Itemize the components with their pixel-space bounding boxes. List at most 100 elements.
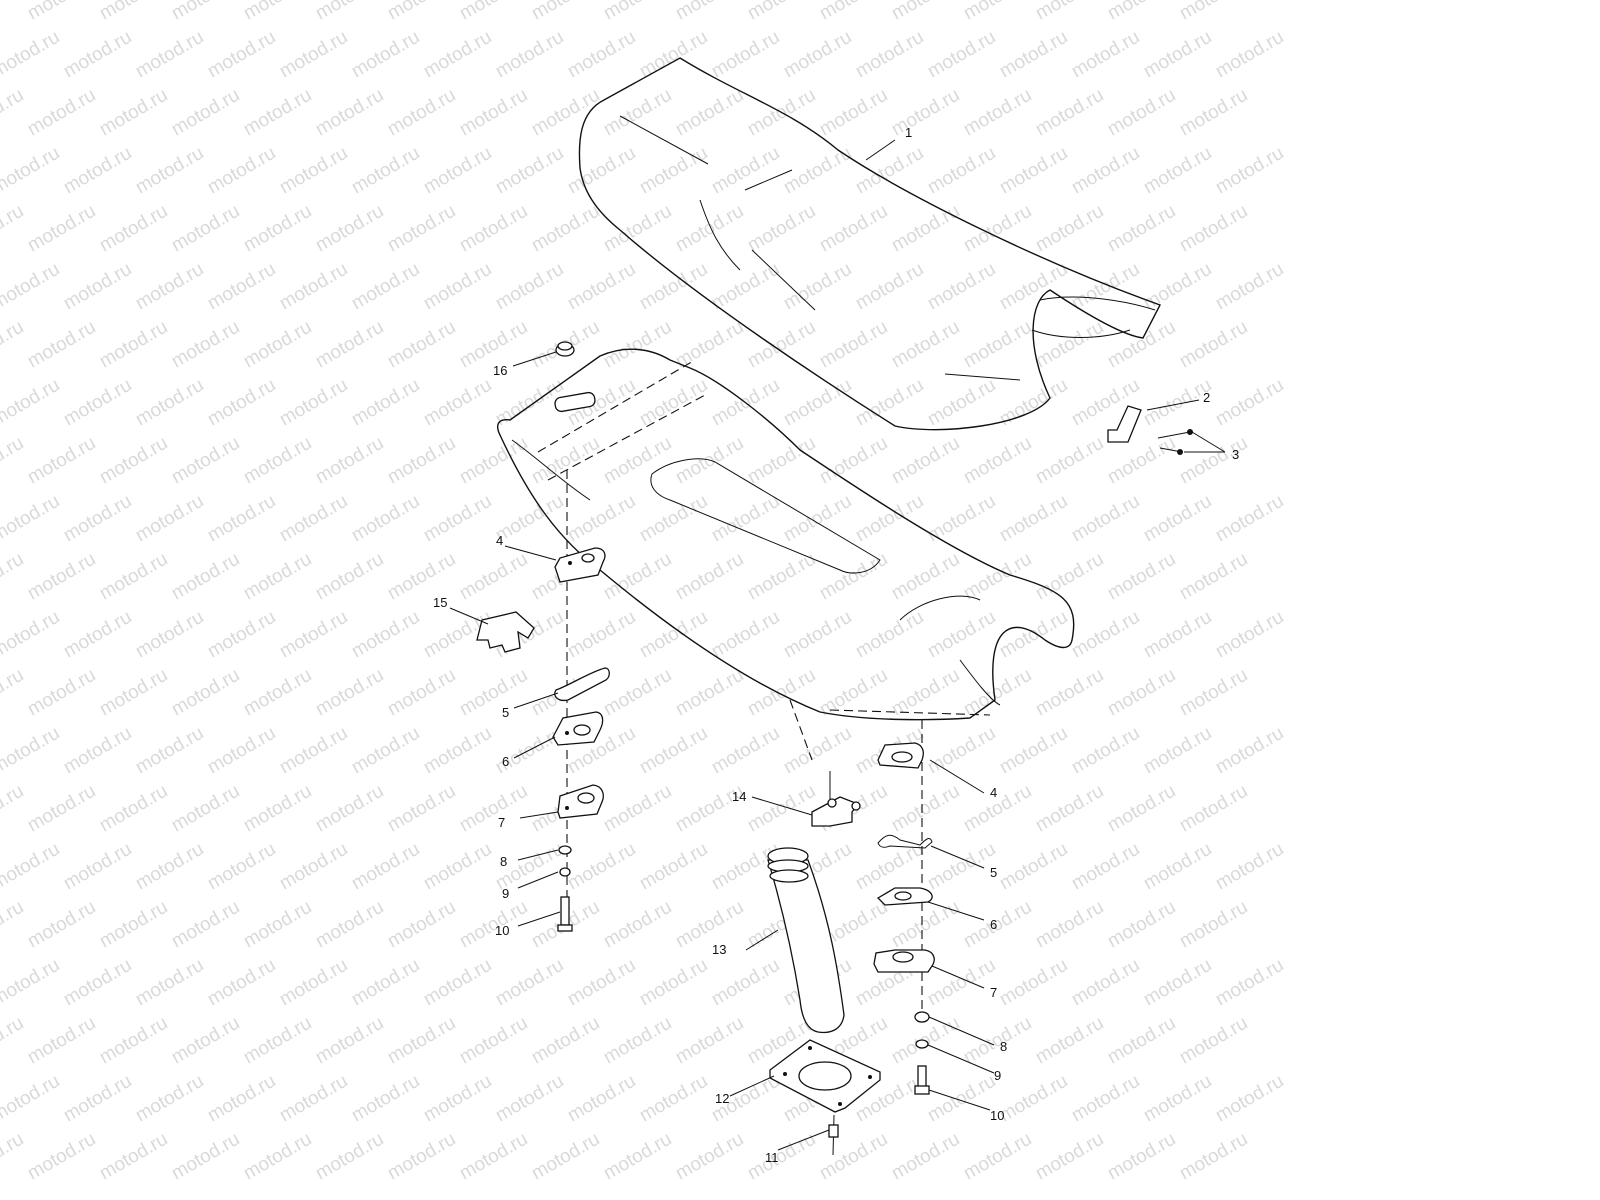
watermark-text: motod.ru [1032,201,1107,257]
watermark-text: motod.ru [384,317,459,373]
watermark-text: motod.ru [312,1129,387,1185]
watermark-text: motod.ru [1032,85,1107,141]
watermark-text: motod.ru [240,317,315,373]
watermark-text: motod.ru [420,375,495,431]
watermark-text: motod.ru [528,0,603,24]
watermark-text: motod.ru [708,723,783,779]
callout-2: 2 [1203,390,1210,405]
watermark-text: motod.ru [1212,955,1287,1011]
watermark-text: motod.ru [204,143,279,199]
spacer-plate-left [552,711,604,746]
callout-7-left: 7 [498,815,505,830]
watermark-text: motod.ru [564,143,639,199]
watermark-text: motod.ru [780,259,855,315]
watermark-text: motod.ru [456,665,531,721]
watermark-text: motod.ru [240,201,315,257]
watermark-text: motod.ru [924,375,999,431]
watermark-text: motod.ru [1212,723,1287,779]
hook-spring-right [877,834,933,849]
seat-base [497,348,1075,721]
flange-screw [828,1114,839,1156]
watermark-text: motod.ru [780,27,855,83]
watermark-text: motod.ru [672,85,747,141]
watermark-text: motod.ru [564,607,639,663]
watermark-text: motod.ru [672,1129,747,1185]
watermark-text: motod.ru [420,839,495,895]
watermark-text: motod.ru [0,317,27,373]
watermark-text: motod.ru [924,723,999,779]
watermark-text: motod.ru [1176,85,1251,141]
bracket-screws [1157,429,1193,455]
watermark-text: motod.ru [672,549,747,605]
watermark-text: motod.ru [780,375,855,431]
watermark-text: motod.ru [420,143,495,199]
watermark-text: motod.ru [348,1071,423,1127]
watermark-text: motod.ru [384,0,459,24]
watermark-text: motod.ru [168,0,243,24]
watermark-text: motod.ru [960,0,1035,24]
watermark-text: motod.ru [276,839,351,895]
watermark-text: motod.ru [1068,607,1143,663]
watermark-text: motod.ru [780,607,855,663]
watermark-text: motod.ru [1140,955,1215,1011]
watermark-text: motod.ru [1176,549,1251,605]
watermark-text: motod.ru [312,549,387,605]
watermark-text: motod.ru [996,723,1071,779]
watermark-text: motod.ru [240,1129,315,1185]
callout-11: 11 [765,1150,779,1165]
watermark-text: motod.ru [1104,317,1179,373]
watermark-text: motod.ru [960,85,1035,141]
watermark-text: motod.ru [672,1013,747,1069]
watermark-text: motod.ru [384,1013,459,1069]
watermark-text: motod.ru [1140,143,1215,199]
watermark-text: motod.ru [204,607,279,663]
watermark-text: motod.ru [0,375,63,431]
watermark-layer: motod.rumotod.rumotod.rumotod.rumotod.ru… [0,0,1287,1184]
watermark-text: motod.ru [276,1071,351,1127]
watermark-text: motod.ru [348,259,423,315]
watermark-text: motod.ru [1104,549,1179,605]
callout-4-left: 4 [496,533,503,548]
watermark-text: motod.ru [636,1071,711,1127]
watermark-text: motod.ru [1068,955,1143,1011]
watermark-text: motod.ru [1068,27,1143,83]
watermark-text: motod.ru [1032,1013,1107,1069]
watermark-text: motod.ru [60,955,135,1011]
watermark-text: motod.ru [276,259,351,315]
watermark-text: motod.ru [492,491,567,547]
watermark-text: motod.ru [600,0,675,24]
watermark-text: motod.ru [24,85,99,141]
watermark-text: motod.ru [564,839,639,895]
mount-pad-left [554,547,606,583]
watermark-text: motod.ru [132,723,207,779]
watermark-text: motod.ru [816,549,891,605]
watermark-text: motod.ru [528,201,603,257]
watermark-text: motod.ru [240,433,315,489]
watermark-text: motod.ru [132,839,207,895]
watermark-text: motod.ru [0,491,63,547]
watermark-text: motod.ru [60,143,135,199]
watermark-text: motod.ru [240,0,315,24]
watermark-text: motod.ru [1032,1129,1107,1185]
washer-left [558,845,572,855]
watermark-text: motod.ru [600,665,675,721]
watermark-text: motod.ru [204,1071,279,1127]
watermark-text: motod.ru [924,1071,999,1127]
watermark-text: motod.ru [1032,549,1107,605]
watermark-text: motod.ru [420,27,495,83]
watermark-text: motod.ru [636,27,711,83]
watermark-text: motod.ru [1140,723,1215,779]
seat-cushion [578,57,1161,431]
watermark-text: motod.ru [888,1129,963,1185]
watermark-text: motod.ru [636,607,711,663]
watermark-text: motod.ru [132,259,207,315]
watermark-text: motod.ru [1068,839,1143,895]
watermark-text: motod.ru [888,433,963,489]
watermark-text: motod.ru [564,491,639,547]
watermark-text: motod.ru [0,433,27,489]
watermark-text: motod.ru [312,201,387,257]
watermark-text: motod.ru [348,491,423,547]
rear-bracket [1107,405,1142,443]
watermark-text: motod.ru [348,143,423,199]
watermark-text: motod.ru [528,1013,603,1069]
